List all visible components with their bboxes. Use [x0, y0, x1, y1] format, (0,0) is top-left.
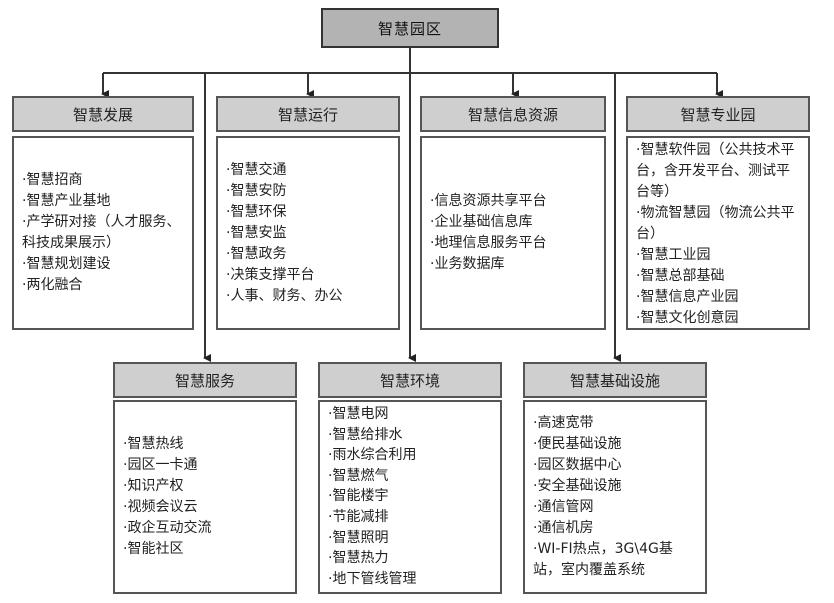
- list-item: ·智能社区: [123, 541, 184, 557]
- node-title: 智慧发展: [72, 105, 133, 124]
- node-body: ·智慧电网 ·智慧给排水 ·雨水综合利用 ·智慧燃气 ·智能楼宇 ·节能减排 ·…: [318, 400, 502, 594]
- list-item: ·智慧燃气: [328, 467, 389, 484]
- node-zhihui-fazhan: 智慧发展 ·智慧招商 ·智慧产业基地 ·产学研对接（人才服务、科技成果展示） ·…: [12, 96, 194, 330]
- list-item: ·雨水综合利用: [328, 447, 417, 464]
- list-item: ·智慧招商: [22, 172, 83, 188]
- node-header: 智慧服务: [113, 362, 297, 398]
- list-item: ·业务数据库: [430, 256, 505, 272]
- node-body: ·信息资源共享平台 ·企业基础信息库 ·地理信息服务平台 ·业务数据库: [420, 136, 606, 330]
- node-body: ·智慧热线 ·园区一卡通 ·知识产权 ·视频会议云 ·政企互动交流 ·智能社区: [113, 400, 297, 594]
- list-item: ·智慧政务: [226, 245, 287, 262]
- list-item: ·企业基础信息库: [430, 214, 533, 230]
- list-item: ·智慧软件园（公共技术平台，含开发平台、测试平台等）: [636, 142, 795, 200]
- node-zhihui-jichu-sheshi: 智慧基础设施 ·高速宽带 ·便民基础设施 ·园区数据中心 ·安全基础设施 ·通信…: [523, 362, 707, 594]
- list-item: ·智慧给排水: [328, 426, 403, 443]
- list-item: ·智慧热力: [328, 550, 389, 567]
- node-header: 智慧专业园: [626, 96, 810, 132]
- list-item: ·节能减排: [328, 508, 389, 525]
- node-title: 智慧专业园: [680, 105, 756, 124]
- list-item: ·人事、财务、办公: [226, 287, 343, 304]
- list-item: ·智慧热线: [123, 436, 184, 452]
- node-header: 智慧运行: [216, 96, 400, 132]
- list-item: ·园区一卡通: [123, 457, 198, 473]
- list-item: ·智慧交通: [226, 161, 287, 178]
- list-item: ·通信机房: [533, 520, 594, 536]
- list-item: ·智慧信息产业园: [636, 289, 739, 305]
- list-item: ·智慧安防: [226, 182, 287, 199]
- list-item: ·智慧总部基础: [636, 268, 725, 284]
- node-zhihui-huanjing: 智慧环境 ·智慧电网 ·智慧给排水 ·雨水综合利用 ·智慧燃气 ·智能楼宇 ·节…: [318, 362, 502, 594]
- list-item: ·通信管网: [533, 499, 594, 515]
- node-body: ·智慧交通 ·智慧安防 ·智慧环保 ·智慧安监 ·智慧政务 ·决策支撑平台 ·人…: [216, 136, 400, 330]
- list-item: ·智慧环保: [226, 203, 287, 220]
- node-header: 智慧发展: [12, 96, 194, 132]
- list-item: ·决策支撑平台: [226, 266, 315, 283]
- root-node-label: 智慧园区: [377, 19, 442, 38]
- node-body: ·智慧招商 ·智慧产业基地 ·产学研对接（人才服务、科技成果展示） ·智慧规划建…: [12, 136, 194, 330]
- list-item: ·智慧照明: [328, 529, 389, 546]
- node-title: 智慧运行: [277, 105, 338, 124]
- list-item: ·智慧安监: [226, 224, 287, 241]
- list-item: ·园区数据中心: [533, 457, 622, 473]
- list-item: ·知识产权: [123, 478, 184, 494]
- node-title: 智慧环境: [379, 371, 440, 390]
- node-title: 智慧信息资源: [467, 105, 558, 124]
- list-item: ·智能楼宇: [328, 488, 389, 505]
- list-item: ·两化融合: [22, 277, 83, 293]
- list-item: ·便民基础设施: [533, 436, 622, 452]
- node-body: ·高速宽带 ·便民基础设施 ·园区数据中心 ·安全基础设施 ·通信管网 ·通信机…: [523, 400, 707, 594]
- list-item: ·视频会议云: [123, 499, 198, 515]
- list-item: ·地下管线管理: [328, 570, 417, 587]
- node-zhihui-fuwu: 智慧服务 ·智慧热线 ·园区一卡通 ·知识产权 ·视频会议云 ·政企互动交流 ·…: [113, 362, 297, 594]
- node-body: ·智慧软件园（公共技术平台，含开发平台、测试平台等） ·物流智慧园（物流公共平台…: [626, 136, 810, 330]
- list-item: ·高速宽带: [533, 415, 594, 431]
- root-node-zhihui-yuanqu: 智慧园区: [321, 8, 499, 48]
- list-item: ·信息资源共享平台: [430, 193, 547, 209]
- node-zhihui-yunxing: 智慧运行 ·智慧交通 ·智慧安防 ·智慧环保 ·智慧安监 ·智慧政务 ·决策支撑…: [216, 96, 400, 330]
- list-item: ·智慧文化创意园: [636, 310, 739, 326]
- list-item: ·智慧工业园: [636, 247, 711, 263]
- list-item: ·政企互动交流: [123, 520, 212, 536]
- node-header: 智慧信息资源: [420, 96, 606, 132]
- node-zhihui-xinxi-ziyuan: 智慧信息资源 ·信息资源共享平台 ·企业基础信息库 ·地理信息服务平台 ·业务数…: [420, 96, 606, 330]
- list-item: ·地理信息服务平台: [430, 235, 547, 251]
- list-item: ·智慧规划建设: [22, 256, 111, 272]
- list-item: ·物流智慧园（物流公共平台）: [636, 205, 795, 242]
- list-item: ·智慧电网: [328, 406, 389, 422]
- node-title: 智慧基础设施: [569, 371, 660, 390]
- list-item: ·安全基础设施: [533, 478, 622, 494]
- list-item: ·产学研对接（人才服务、科技成果展示）: [22, 214, 181, 251]
- node-zhihui-zhuanye-yuan: 智慧专业园 ·智慧软件园（公共技术平台，含开发平台、测试平台等） ·物流智慧园（…: [626, 96, 810, 330]
- node-title: 智慧服务: [174, 371, 235, 390]
- list-item: ·智慧产业基地: [22, 193, 111, 209]
- list-item: ·WI-FI热点，3G\4G基站，室内覆盖系统: [533, 541, 673, 578]
- node-header: 智慧基础设施: [523, 362, 707, 398]
- node-header: 智慧环境: [318, 362, 502, 398]
